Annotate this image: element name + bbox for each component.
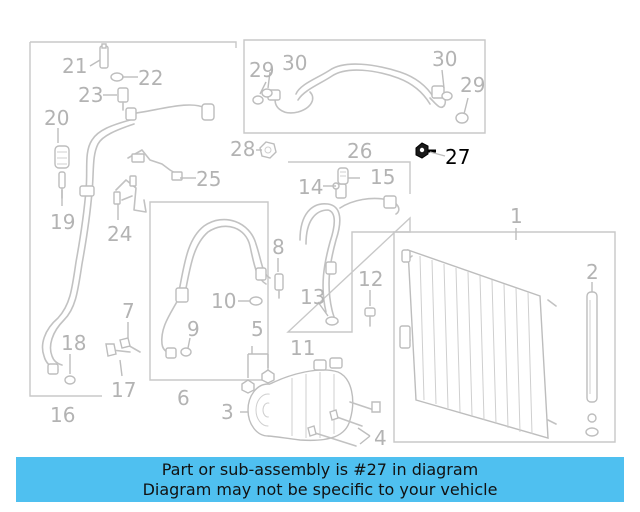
nut-28 [259, 141, 277, 159]
drier-2 [585, 291, 599, 437]
line-assembly-11 [299, 183, 400, 323]
callout-1: 1 [510, 204, 523, 228]
callout-5: 5 [251, 317, 264, 341]
callout-3: 3 [221, 400, 234, 424]
callout-19: 19 [50, 210, 75, 234]
callout-24: 24 [107, 222, 132, 246]
callout-6: 6 [177, 386, 190, 410]
callout-10: 10 [211, 289, 236, 313]
frame-group-11 [286, 161, 411, 333]
bracket-25 [127, 149, 183, 181]
callout-12: 12 [358, 267, 383, 291]
info-banner: Part or sub-assembly is #27 in diagram D… [16, 457, 624, 502]
compressor-3 [247, 357, 354, 442]
callout-16: 16 [50, 403, 75, 427]
banner-line-1: Part or sub-assembly is #27 in diagram [161, 460, 479, 479]
bolt-12 [364, 307, 376, 327]
callout-26: 26 [347, 139, 372, 163]
callout-29b: 29 [460, 73, 485, 97]
callout-4: 4 [374, 426, 387, 450]
o-ring-9 [180, 347, 192, 357]
callout-21: 21 [62, 54, 87, 78]
callout-9: 9 [187, 317, 200, 341]
o-ring-22 [110, 72, 124, 82]
callout-15: 15 [370, 165, 395, 189]
o-ring-13 [325, 316, 339, 326]
valve-15 [337, 167, 349, 185]
valve-8 [274, 273, 284, 299]
callout-17: 17 [111, 378, 136, 402]
callout-18: 18 [61, 331, 86, 355]
callout-30b: 30 [432, 47, 457, 71]
frame-group-1 [393, 231, 616, 443]
frame-group-16 [29, 41, 237, 397]
line-assembly-16 [41, 103, 215, 375]
valve-23 [117, 87, 129, 111]
nuts-5 [241, 369, 275, 394]
bolts-4 [307, 401, 381, 447]
callout-23: 23 [78, 83, 103, 107]
callout-25: 25 [196, 167, 221, 191]
callout-14: 14 [298, 175, 323, 199]
o-ring-10 [249, 296, 263, 306]
leader-lines [57, 59, 593, 445]
bolt-17 [105, 343, 131, 357]
callout-7: 7 [122, 299, 135, 323]
bracket-24 [113, 175, 147, 213]
o-ring-18 [64, 375, 76, 385]
callout-8: 8 [272, 235, 285, 259]
callout-30a: 30 [282, 51, 307, 75]
bolt-27[interactable] [415, 142, 436, 159]
callout-29a: 29 [249, 58, 274, 82]
banner-line-2: Diagram may not be specific to your vehi… [142, 480, 498, 499]
callout-28: 28 [230, 137, 255, 161]
line-assembly-6 [161, 218, 271, 359]
o-ring-29-left [252, 95, 264, 105]
o-ring-30-right [441, 91, 453, 101]
callout-27[interactable]: 27 [445, 145, 470, 169]
callout-22: 22 [138, 66, 163, 90]
cap-20 [54, 145, 70, 169]
callout-20: 20 [44, 106, 69, 130]
bolt-7 [119, 337, 141, 353]
sensor-21 [99, 43, 109, 69]
o-ring-30-left [261, 88, 273, 98]
callout-2: 2 [586, 260, 599, 284]
condenser-1 [399, 248, 557, 439]
callout-13: 13 [300, 285, 325, 309]
frame-group-26 [243, 39, 486, 134]
callout-11: 11 [290, 336, 315, 360]
o-ring-29-right [455, 112, 469, 124]
